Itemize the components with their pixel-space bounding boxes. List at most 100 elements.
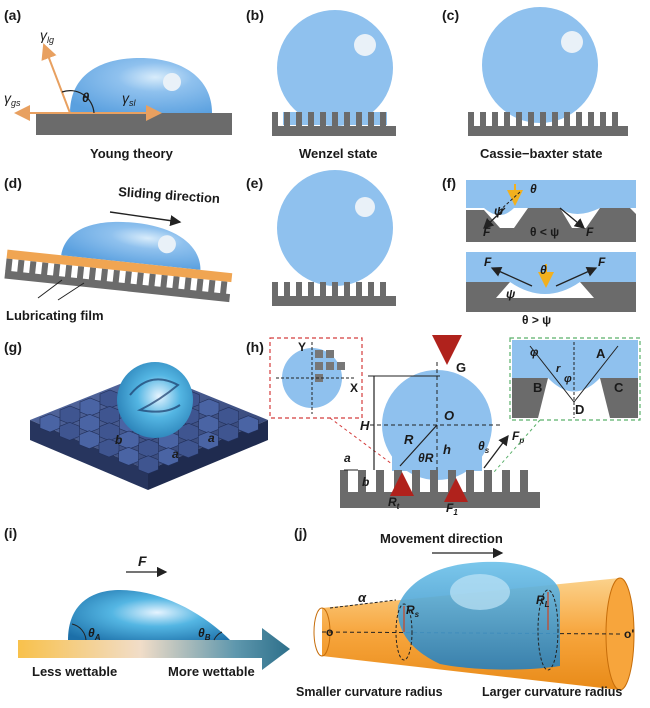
g-b-label: b (115, 433, 122, 447)
pillar (29, 261, 37, 275)
gamma-sl-label: γsl (122, 90, 137, 108)
micro-pillar (158, 447, 179, 466)
panel-g-label: (g) (4, 339, 22, 355)
droplet-highlight (354, 34, 376, 56)
plug-droplet (397, 561, 560, 670)
pillar (64, 264, 73, 278)
theta-bottom-label: θ (540, 263, 547, 277)
pillar (148, 273, 156, 287)
pillar (484, 470, 492, 493)
theta-top-label: θ (530, 182, 537, 196)
force-arrow-right-bottom (555, 266, 598, 287)
pillar-substrate (468, 112, 628, 136)
g-a-label-1: a (208, 431, 215, 445)
film-pointer-1 (37, 279, 63, 299)
phi-label-2: φ (564, 373, 572, 385)
F-bottom-left-label: F (484, 255, 492, 269)
R-radius (399, 424, 438, 467)
pillar (284, 282, 290, 297)
theta-s-label: θs (478, 439, 490, 455)
h-label: h (443, 442, 451, 457)
panel-a: (a) γlg γgs γsl θ Young theory (4, 7, 232, 161)
pillar (88, 267, 97, 281)
panel-j: (j) Movement direction α Rs RL o o' Smal… (294, 525, 635, 699)
pillar (480, 112, 486, 127)
pillar-substrate (272, 282, 396, 306)
droplet-highlight (561, 31, 583, 53)
pillar (41, 262, 49, 276)
o-prime-label: o' (624, 627, 634, 641)
pillar (380, 282, 386, 297)
micro-pillar (99, 406, 120, 425)
thetaA-arc (71, 623, 87, 641)
micro-pillar (59, 422, 80, 441)
pillar (376, 470, 384, 493)
pillar (540, 112, 546, 127)
micro-pillar (79, 430, 100, 449)
pillar (430, 470, 438, 493)
micro-pillar (79, 397, 101, 417)
pillar (172, 276, 180, 290)
theta-arc (61, 90, 95, 114)
panel-b: (b) Wenzel state (246, 7, 396, 161)
micro-pillar (178, 439, 199, 458)
meniscus-top-1 (466, 208, 514, 215)
trapezoid-pillars-bottom (466, 282, 636, 298)
inset-pillar-5 (337, 362, 345, 370)
panel-g: (g) b a a (4, 339, 268, 490)
substrate-base (468, 126, 628, 136)
pillar (196, 278, 204, 292)
pillar (368, 282, 374, 297)
pillar (160, 274, 168, 288)
gamma-gs-label: γgs (4, 90, 21, 108)
wenzel-droplet (277, 10, 393, 126)
micro-pillar (238, 415, 259, 434)
pillar (588, 112, 594, 127)
inset-pillar-4 (326, 362, 334, 370)
micro-pillar (218, 423, 239, 442)
pillar (358, 470, 366, 493)
trapezoid-pillars-top (466, 208, 636, 228)
panel-f-label: (f) (442, 175, 456, 191)
gamma-lg-label: γlg (40, 27, 54, 45)
panel-c-label: (c) (442, 7, 459, 23)
substrate-base (272, 126, 396, 136)
F-bottom-right-label: F (598, 255, 606, 269)
pillar (100, 268, 108, 282)
pillar (308, 282, 314, 297)
panel-e: (e) (246, 170, 396, 306)
pillar (284, 112, 290, 127)
panel-b-label: (b) (246, 7, 264, 23)
F-top-right-label: F (586, 225, 594, 239)
textured-surface-front (30, 420, 148, 490)
pillar (504, 112, 510, 127)
panel-d: (d) Sliding direction Lubricating film (4, 175, 233, 323)
film-pointer-2 (57, 282, 85, 301)
RL-label: RL (536, 593, 550, 609)
G-label: G (456, 360, 466, 375)
lubricating-film-label: Lubricating film (6, 308, 104, 323)
O-label: O (444, 408, 454, 423)
tube-end-right (605, 577, 635, 691)
pillar (332, 112, 338, 127)
g-a-label-2: a (172, 447, 179, 461)
droplet-swirl (129, 378, 181, 413)
pillar (528, 112, 534, 127)
droplet-highlight (157, 235, 176, 254)
phi-label-1: φ (530, 345, 539, 359)
pillar (516, 112, 522, 127)
pillar (344, 282, 350, 297)
meniscus-top-2 (560, 208, 600, 214)
water-top (466, 180, 636, 208)
Fp-label: Fp (512, 429, 524, 445)
micro-pillar (138, 455, 159, 474)
inset-pillar-C (600, 378, 638, 418)
sliding-droplet (61, 221, 201, 270)
Rt-label: Rt (388, 495, 400, 511)
R-label: R (404, 432, 414, 447)
inset-tangent-2 (573, 345, 619, 403)
i-F-label: F (138, 553, 147, 569)
force-arrow-left-top (483, 207, 506, 229)
pillar (332, 282, 338, 297)
thetaB-arc (213, 631, 223, 641)
